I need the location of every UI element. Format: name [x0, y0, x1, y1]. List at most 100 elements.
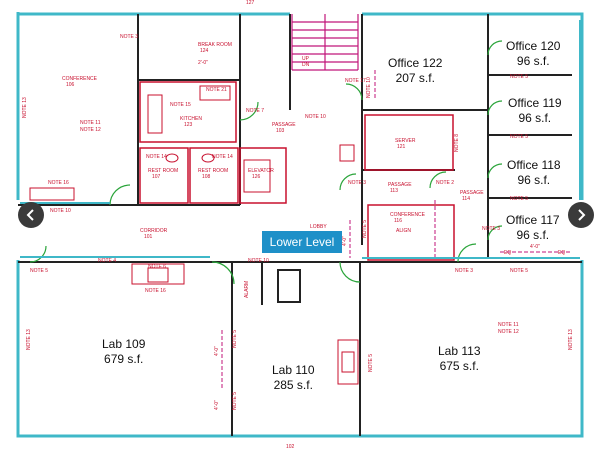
exterior-wall-south — [16, 260, 584, 438]
door-swing — [487, 40, 503, 56]
room-label-office-118: Office 118 96 s.f. — [507, 158, 561, 188]
room-tag: SERVER — [395, 138, 416, 144]
room-label-lab-109: Lab 109 679 s.f. — [102, 337, 145, 367]
note-label: NOTE 5 — [510, 196, 528, 202]
room-name: Office 120 — [506, 39, 561, 53]
toilet-fixture — [165, 153, 179, 163]
room-tag: LOBBY — [310, 224, 327, 230]
room-name: Office 119 — [508, 96, 562, 110]
room-tag: 114 — [462, 196, 470, 202]
note-label: NOTE 13 — [26, 329, 32, 350]
note-label: NOTE 6 — [148, 264, 166, 270]
room-area: 96 s.f. — [518, 111, 552, 125]
note-label: NOTE 5 — [510, 74, 528, 80]
note-label: NOTE 5 — [30, 268, 48, 274]
room-tag: KITCHEN — [180, 116, 202, 122]
note-label: NOTE 16 — [145, 288, 166, 294]
door-swing — [429, 171, 447, 189]
note-label: NOTE 12 — [80, 127, 101, 133]
next-level-button[interactable] — [568, 202, 594, 228]
room-label-office-122: Office 122 207 s.f. — [388, 56, 442, 86]
room-label-lab-113: Lab 113 675 s.f. — [438, 344, 481, 374]
note-label: NOTE 5 — [510, 268, 528, 274]
note-label: NOTE 7 — [246, 108, 264, 114]
level-label-badge: Lower Level — [262, 231, 342, 253]
room-label-office-119: Office 119 96 s.f. — [508, 96, 562, 126]
room-tag: 102 — [286, 444, 295, 450]
sink-fixture — [147, 267, 169, 283]
note-label: NOTE 3 — [120, 34, 138, 40]
conference-116 — [367, 204, 455, 261]
room-tag: PASSAGE — [272, 122, 296, 128]
room-tag: REST ROOM — [148, 168, 178, 174]
note-label: NOTE 10 — [366, 77, 372, 98]
room-label-office-117: Office 117 96 s.f. — [506, 213, 560, 243]
note-label: NOTE 3 — [482, 226, 500, 232]
room-tag: REST ROOM — [198, 168, 228, 174]
note-label: NOTE 14 — [146, 154, 167, 160]
note-label: NOTE 4 — [98, 258, 116, 264]
dimension-label: EQ — [558, 250, 565, 256]
fridge-fixture — [199, 85, 231, 101]
room-area: 207 s.f. — [395, 71, 435, 85]
note-label: NOTE 10 — [50, 208, 71, 214]
door-swing — [487, 100, 503, 116]
dimension-label: EQ — [504, 250, 511, 256]
stair-label: UP — [302, 56, 310, 62]
room-name: Office 118 — [507, 158, 561, 172]
note-label: NOTE 2 — [436, 180, 454, 186]
dimension-label: 4'-0" — [214, 346, 220, 356]
room-name: Lab 110 — [272, 363, 315, 377]
room-tag: 101 — [144, 234, 153, 240]
room-name: Office 117 — [506, 213, 560, 227]
kitchen-counter — [147, 94, 163, 134]
room-tag: 127 — [246, 0, 255, 6]
note-label: NOTE 5 — [362, 220, 368, 238]
note-label: NOTE 11 — [498, 322, 519, 328]
note-label: NOTE 5 — [232, 392, 238, 410]
column-lab110 — [277, 269, 301, 303]
chevron-right-icon — [576, 209, 586, 221]
room-area: 679 s.f. — [104, 352, 144, 366]
note-label: NOTE 17 — [345, 78, 366, 84]
room-tag: 107 — [152, 174, 161, 180]
note-label: NOTE 12 — [498, 329, 519, 335]
rest-room-108 — [189, 147, 239, 204]
door-swing — [211, 261, 235, 285]
chevron-left-icon — [26, 209, 36, 221]
room-name: Lab 109 — [102, 337, 146, 351]
room-tag: CONFERENCE — [390, 212, 426, 218]
bench-fixture — [29, 187, 75, 201]
note-label: NOTE 11 — [80, 120, 101, 126]
room-tag: ALARM — [244, 281, 250, 298]
dimension-label: 4'-0" — [342, 236, 348, 246]
door-swing — [339, 261, 361, 283]
room-tag: ALIGN — [396, 228, 411, 234]
rest-room-107 — [139, 147, 189, 204]
previous-level-button[interactable] — [18, 202, 44, 228]
server-room — [364, 114, 454, 171]
note-label: NOTE 13 — [22, 97, 28, 118]
room-area: 96 s.f. — [516, 54, 550, 68]
room-area: 285 s.f. — [273, 378, 313, 392]
note-label: NOTE 3 — [348, 180, 366, 186]
door-swing — [239, 101, 259, 121]
door-swing — [487, 225, 503, 241]
note-label: NOTE 21 — [206, 87, 227, 93]
note-label: NOTE 5 — [232, 330, 238, 348]
note-label: NOTE 5 — [510, 134, 528, 140]
room-tag: 124 — [200, 48, 209, 54]
room-tag: 108 — [202, 174, 211, 180]
dimension-label: 4'-0" — [530, 244, 540, 250]
room-tag: 123 — [184, 122, 193, 128]
room-label-lab-110: Lab 110 285 s.f. — [272, 363, 315, 393]
note-label: NOTE 8 — [454, 134, 460, 152]
dimension-label: 2'-0" — [198, 60, 208, 66]
door-swing — [345, 83, 363, 101]
fixture-box — [339, 144, 355, 162]
elevator-car — [243, 159, 271, 193]
room-area: 675 s.f. — [439, 359, 479, 373]
room-tag: 103 — [276, 128, 285, 134]
